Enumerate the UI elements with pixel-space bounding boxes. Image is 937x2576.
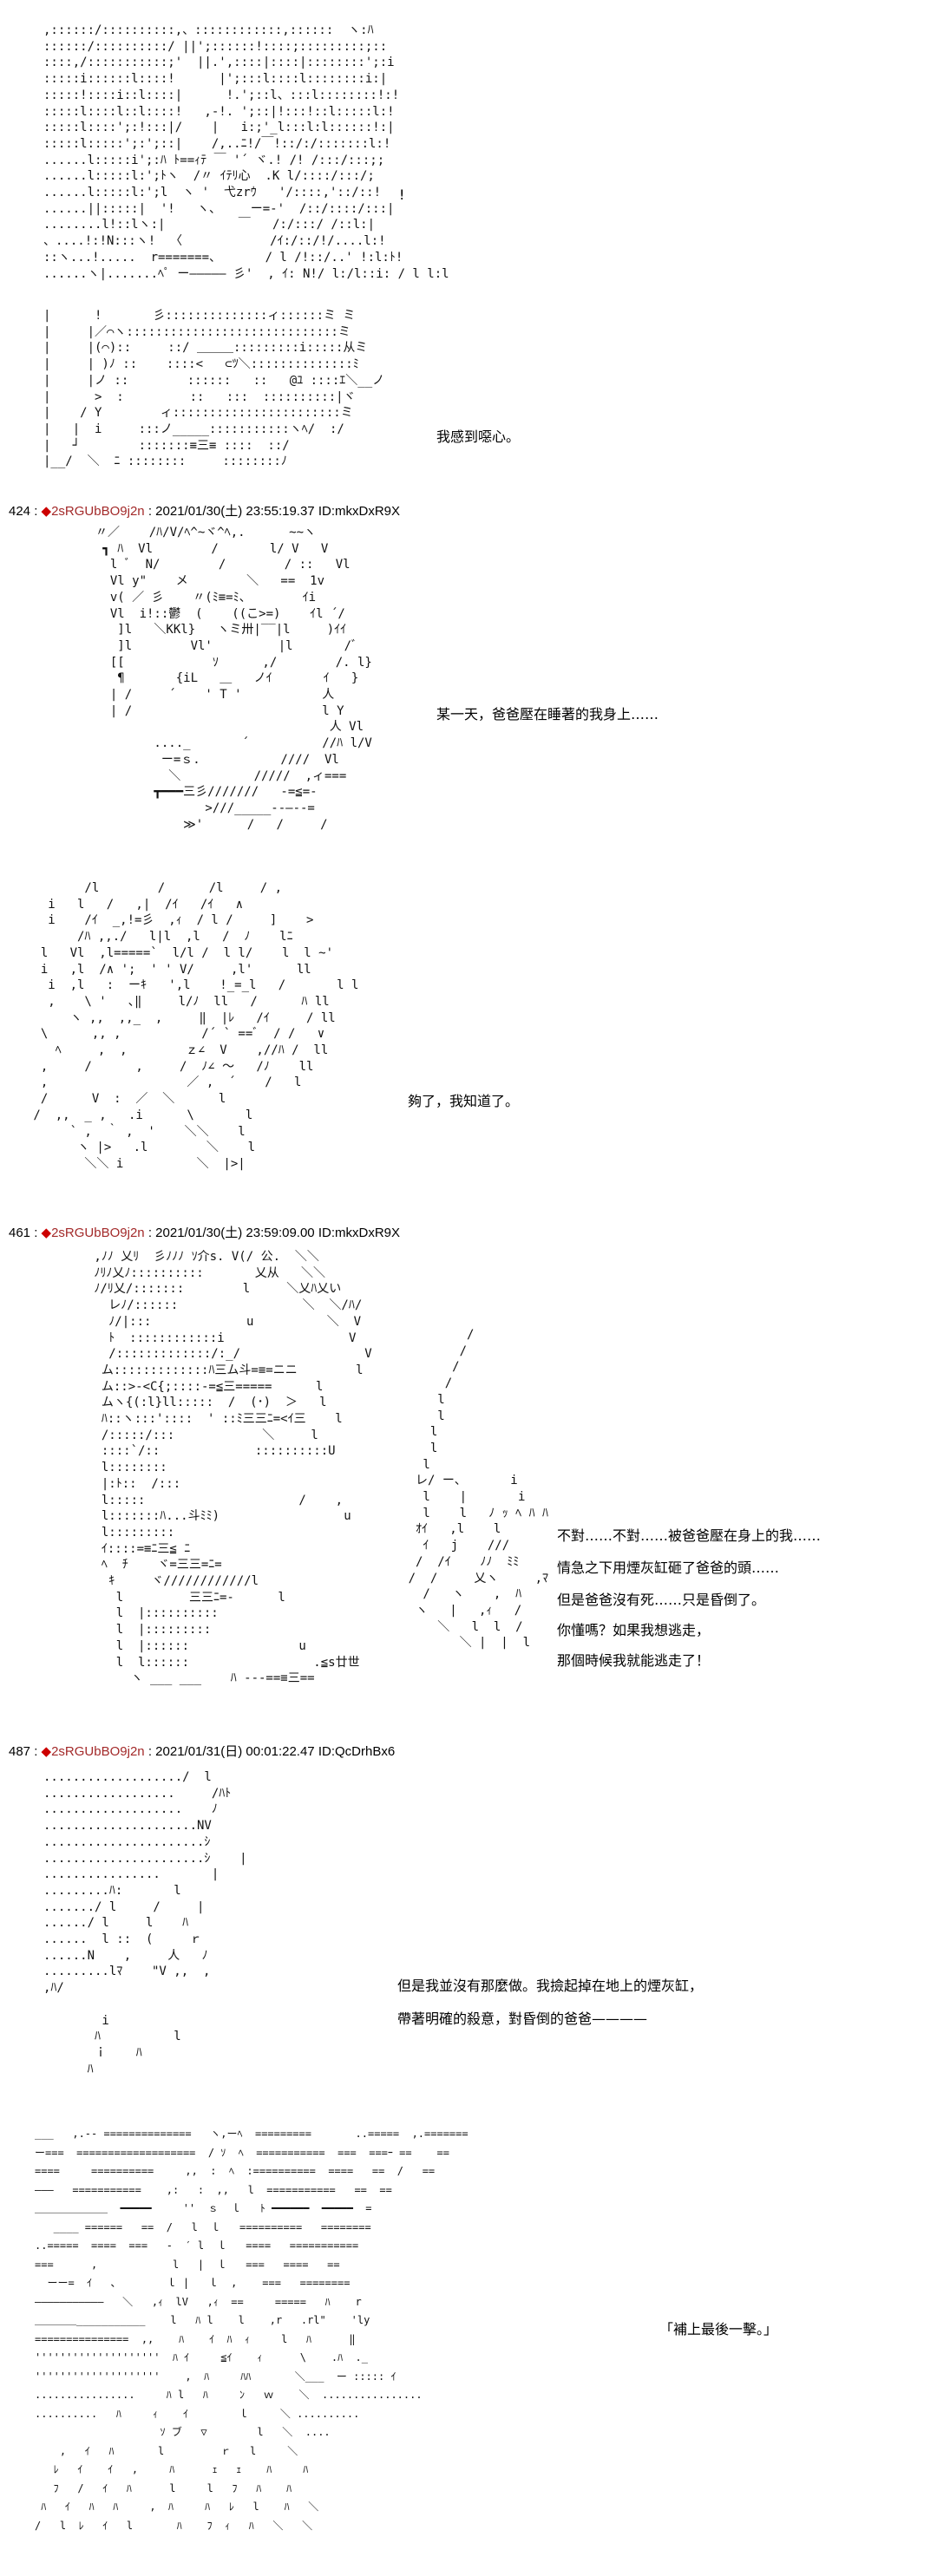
ascii-art-closeup-face: ,ﾉﾉ 乂ﾘ 彡ﾉﾉﾉ ｿ介s. V(/ 公. ＼＼ ﾉﾘﾉ乂ﾉ::::::::… (94, 1250, 372, 1686)
post-id: ID:mkxDxR9X (318, 504, 401, 519)
ascii-art-covering-face: /l / /l / , i l / ,| /ｲ /ｲ ∧ i /ｲ _,!=彡 … (33, 881, 359, 1171)
ascii-art-angry-girl: ,::::::/::::::::::,、::::::::::::,:::::: … (43, 23, 449, 281)
dialogue-one-day: 某一天，爸爸壓在睡著的我身上…… (436, 706, 659, 722)
dialogue-line: 你懂嗎？如果我想逃走， (557, 1622, 711, 1638)
dialogue-exclaim: ! (399, 186, 405, 203)
post-number: 461 (9, 1226, 31, 1240)
ascii-art-father: 〃／ /ﾊ/V/ﾍ^~ヾ^ﾍ,. ~~ヽ ┓ ﾊ Vl / l/ V V l ﾞ… (95, 526, 372, 832)
ascii-art-standing-figure: .................../ l .................… (43, 1770, 247, 2076)
post-number: 487 (9, 1744, 31, 1759)
dialogue-disgusted: 我感到噁心。 (436, 428, 521, 445)
post-id: ID:mkxDxR9X (318, 1226, 401, 1240)
ascii-art-impact-scene: ___ ,.-- ============== ヽ,ーﾍ ========= .… (35, 2128, 468, 2532)
post-number: 424 (9, 504, 31, 519)
post-header-424: 424 : ◆2sRGUbBO9j2n : 2021/01/30(土) 23:5… (9, 504, 401, 519)
post-header-487: 487 : ◆2sRGUbBO9j2n : 2021/01/31(日) 00:0… (9, 1744, 396, 1759)
post-date: 2021/01/30(土) 23:55:19.37 (155, 504, 315, 519)
poster-name[interactable]: 2sRGUbBO9j2n (51, 504, 145, 519)
dialogue-line: 情急之下用煙灰缸砸了爸爸的頭…… (557, 1559, 780, 1576)
dialogue-final: 「補上最後一擊。」 (659, 2321, 778, 2337)
post-date: 2021/01/30(土) 23:59:09.00 (155, 1226, 315, 1240)
post-header-461: 461 : ◆2sRGUbBO9j2n : 2021/01/30(土) 23:5… (9, 1226, 401, 1240)
ascii-art-disgusted: | ! 彡::::::::::::::ィ::::::ミ ミ | |／⌒ヽ::::… (43, 309, 385, 469)
trip-diamond-icon: ◆ (41, 1226, 52, 1240)
trip-diamond-icon: ◆ (41, 1744, 52, 1759)
dialogue-line: 帶著明確的殺意，對昏倒的爸爸———— (397, 2010, 648, 2027)
trip-diamond-icon: ◆ (41, 504, 52, 519)
dialogue-line: 但是爸爸沒有死……只是昏倒了。 (557, 1592, 766, 1608)
poster-name[interactable]: 2sRGUbBO9j2n (51, 1226, 145, 1240)
poster-name[interactable]: 2sRGUbBO9j2n (51, 1744, 145, 1759)
dialogue-enough: 夠了，我知道了。 (408, 1093, 520, 1109)
post-date: 2021/01/31(日) 00:01:22.47 (155, 1744, 315, 1759)
dialogue-line: 不對……不對……被爸爸壓在身上的我…… (557, 1527, 822, 1544)
ascii-art-figure-right: / / / / l l l l l レ/ ー、 i l | i l l ﾉ ｯ … (408, 1328, 549, 1651)
post-id: ID:QcDrhBx6 (318, 1744, 396, 1759)
dialogue-line: 但是我並沒有那麼做。我撿起掉在地上的煙灰缸， (397, 1978, 704, 1994)
dialogue-line: 那個時候我就能逃走了！ (557, 1652, 711, 1669)
